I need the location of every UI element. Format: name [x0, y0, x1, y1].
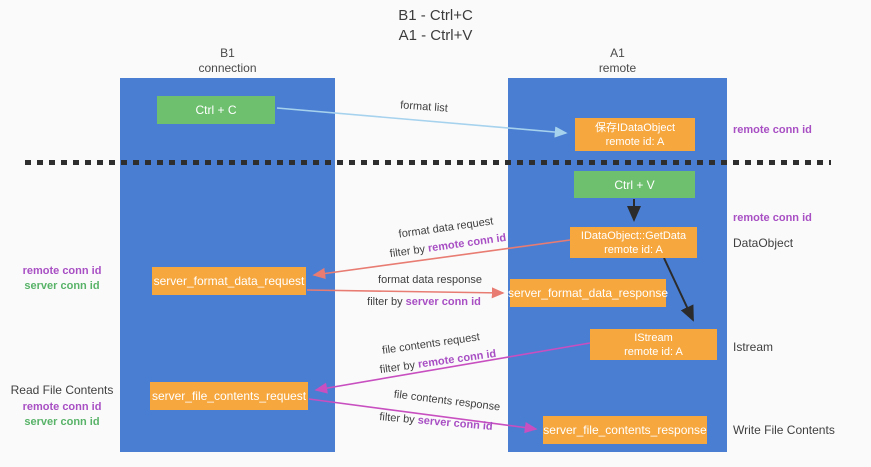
node-server-format-data-response: server_format_data_response	[507, 279, 669, 307]
annotation-text: Write File Contents	[733, 423, 835, 437]
node-save-idataobject: 保存IDataObject remote id: A	[575, 118, 695, 151]
arrow-format-data-response	[306, 287, 505, 299]
node-ctrl-c: Ctrl + C	[157, 96, 275, 124]
node-istream-line2: remote id: A	[624, 345, 683, 358]
diagram-title: B1 - Ctrl+C A1 - Ctrl+V	[0, 6, 871, 46]
annotation-dataobject: DataObject	[733, 236, 793, 250]
annotation-remote-conn-id-mid: remote conn id	[733, 211, 812, 226]
dashed-separator	[25, 160, 831, 165]
filter-by-text: filter by	[367, 296, 406, 308]
node-server-file-contents-response: server_file_contents_response	[543, 416, 707, 444]
server-conn-id-text: server conn id	[405, 296, 481, 308]
annotation-text: remote conn id	[733, 124, 812, 136]
lane-header-a1-line2: remote	[598, 61, 637, 75]
edge-label-file-contents-response: file contents response	[377, 387, 517, 416]
annotation-remote-conn-id: remote conn id	[22, 401, 102, 413]
server-conn-id-text: server conn id	[417, 414, 494, 433]
edge-label-format-data-response: format data response	[355, 274, 505, 286]
annotation-remote-conn-id: remote conn id	[22, 265, 102, 277]
node-idataobject-getdata: IDataObject::GetData remote id: A	[570, 227, 697, 258]
title-line-1: B1 - Ctrl+C	[398, 7, 473, 24]
node-server-file-contents-request: server_file_contents_request	[150, 382, 308, 410]
lane-header-a1-line1: A1	[610, 46, 625, 60]
annotation-istream: Istream	[733, 340, 773, 354]
annotation-left-conn-ids-mid: remote conn id server conn id	[8, 264, 116, 294]
annotation-text: Istream	[733, 340, 774, 354]
node-format-request-label: server_format_data_request	[153, 274, 305, 288]
annotation-remote-conn-id-top: remote conn id	[733, 123, 812, 138]
annotation-text: Read File Contents	[10, 383, 114, 397]
lane-header-b1-line2: connection	[198, 61, 257, 75]
node-format-response-label: server_format_data_response	[507, 286, 669, 300]
node-ctrl-c-label: Ctrl + C	[195, 103, 237, 117]
title-line-2: A1 - Ctrl+V	[398, 27, 473, 44]
node-server-format-data-request: server_format_data_request	[152, 267, 306, 295]
node-ctrl-v-label: Ctrl + V	[614, 177, 655, 192]
annotation-read-file-contents: Read File Contents	[8, 383, 116, 397]
remote-conn-id-text: remote conn id	[427, 231, 507, 255]
filter-by-text: filter by	[378, 411, 419, 427]
node-save-idataobject-line1: 保存IDataObject	[594, 121, 676, 134]
edge-label-format-list: format list	[354, 96, 494, 118]
node-istream: IStream remote id: A	[590, 329, 717, 360]
filter-by-text: filter by	[389, 242, 429, 261]
node-file-response-label: server_file_contents_response	[543, 423, 707, 437]
edge-label-format-data-response-text: format data response	[378, 274, 482, 286]
node-save-idataobject-line2: remote id: A	[605, 135, 665, 148]
lane-header-a1: A1 remote	[508, 46, 727, 76]
filter-by-text: filter by	[379, 358, 419, 377]
annotation-write-file-contents: Write File Contents	[733, 423, 835, 437]
node-ctrl-v: Ctrl + V	[574, 171, 695, 198]
remote-conn-id-text: remote conn id	[417, 347, 497, 371]
node-file-request-label: server_file_contents_request	[151, 389, 307, 403]
edge-label-file-contents-response-text: file contents response	[393, 388, 501, 414]
node-getdata-line1: IDataObject::GetData	[580, 229, 687, 242]
node-istream-line1: IStream	[634, 331, 673, 344]
annotation-server-conn-id: server conn id	[24, 280, 100, 292]
edge-label-filter-server-2: filter by server conn id	[356, 409, 516, 435]
node-getdata-line2: remote id: A	[604, 243, 663, 256]
annotation-text: remote conn id	[733, 212, 812, 224]
annotation-left-conn-ids-bottom: remote conn id server conn id	[8, 400, 116, 430]
annotation-text: DataObject	[733, 236, 794, 250]
annotation-server-conn-id: server conn id	[24, 416, 100, 428]
lane-header-b1-line1: B1	[220, 46, 235, 60]
lane-header-b1: B1 connection	[120, 46, 335, 76]
edge-label-filter-server-1: filter by server conn id	[344, 296, 504, 308]
edge-label-format-list-text: format list	[399, 99, 449, 115]
